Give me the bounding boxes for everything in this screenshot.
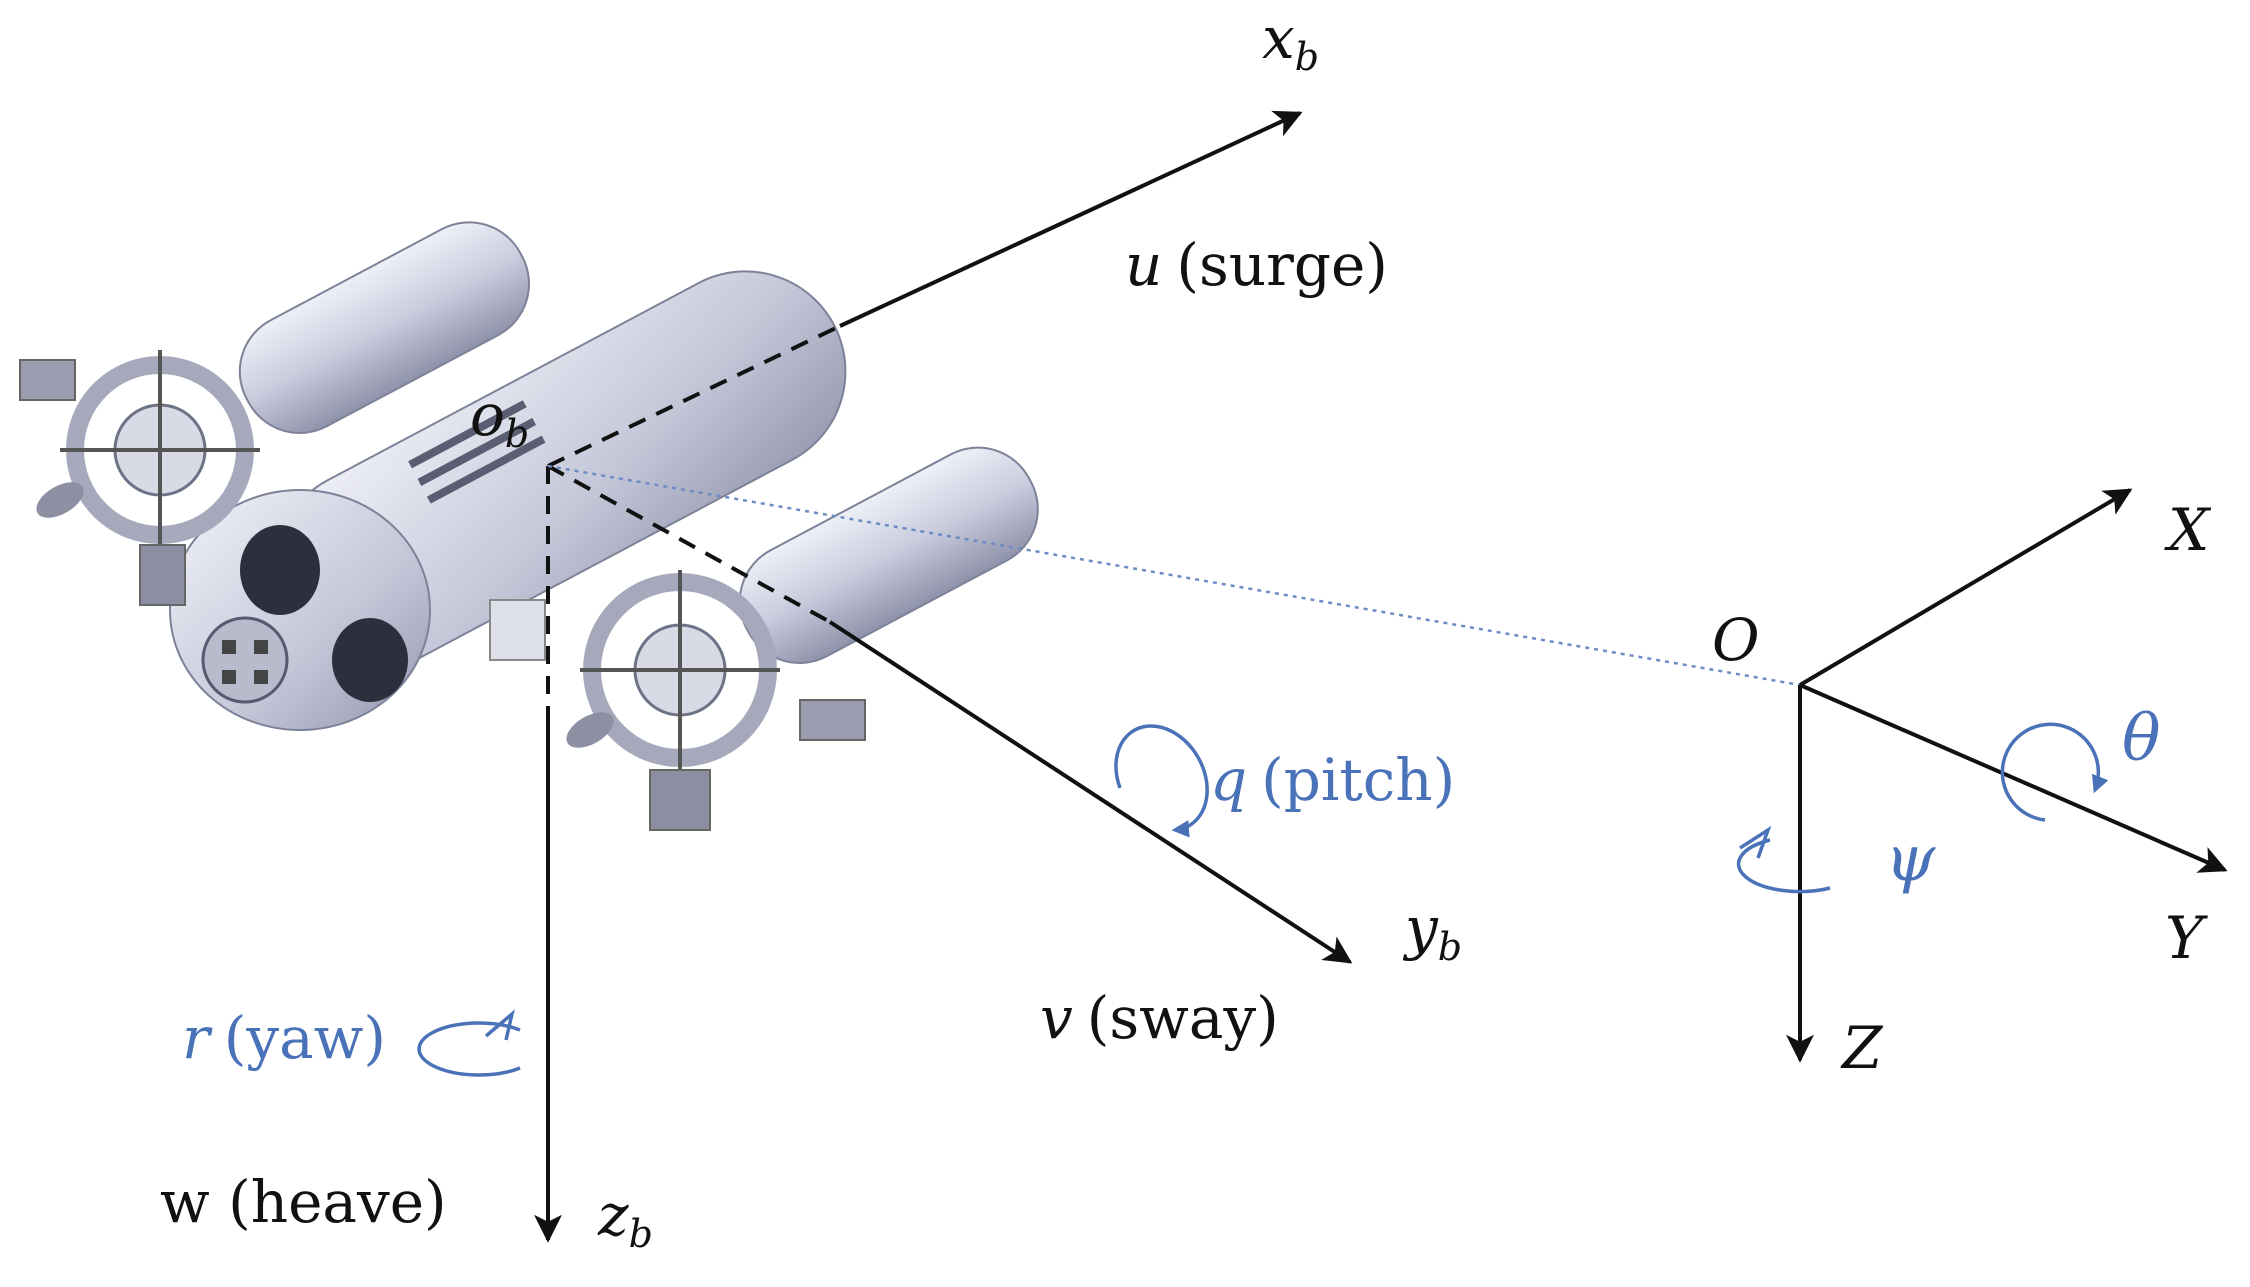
yb-label: yb [1402, 894, 1462, 969]
Y-axis-arrow [1799, 683, 2228, 873]
pitch-rotation-arrow [1114, 724, 1209, 838]
yaw-label: r(yaw) [182, 1004, 386, 1072]
heave-label: w (heave) [160, 1168, 447, 1236]
psi-label: ψ [1885, 822, 1936, 896]
xb-axis-arrow [839, 110, 1303, 328]
yaw-rotation-arrowhead [484, 1009, 515, 1041]
psi-rotation-arrowhead [1739, 825, 1772, 859]
Z-label: Z [1840, 1014, 1884, 1082]
earth-frame [1786, 488, 2228, 1063]
body-frame [534, 110, 1353, 1243]
origin-link-dotted [547, 464, 1801, 687]
zb-label: zb [597, 1181, 653, 1256]
surge-label: u(surge) [1125, 231, 1388, 299]
yaw-rotation-arrow [417, 1021, 521, 1077]
psi-rotation-arrow [1736, 838, 1831, 894]
sway-label: v(sway) [1040, 984, 1279, 1052]
theta-label: θ [2122, 702, 2161, 776]
pitch-label: q(pitch) [1210, 746, 1455, 814]
O-label: O [1712, 606, 1760, 674]
Y-label: Y [2165, 904, 2208, 972]
yb-axis-dashed [547, 464, 831, 624]
theta-rotation-arrow [2000, 722, 2109, 822]
X-axis-arrow [1798, 488, 2133, 687]
ob-label: ob [470, 381, 529, 456]
xb-axis-dashed [547, 324, 841, 468]
yb-axis-arrow [828, 620, 1353, 964]
auv-vehicle-illustration [19, 221, 1039, 831]
X-label: X [2164, 496, 2212, 564]
xb-label: xb [1262, 4, 1319, 79]
